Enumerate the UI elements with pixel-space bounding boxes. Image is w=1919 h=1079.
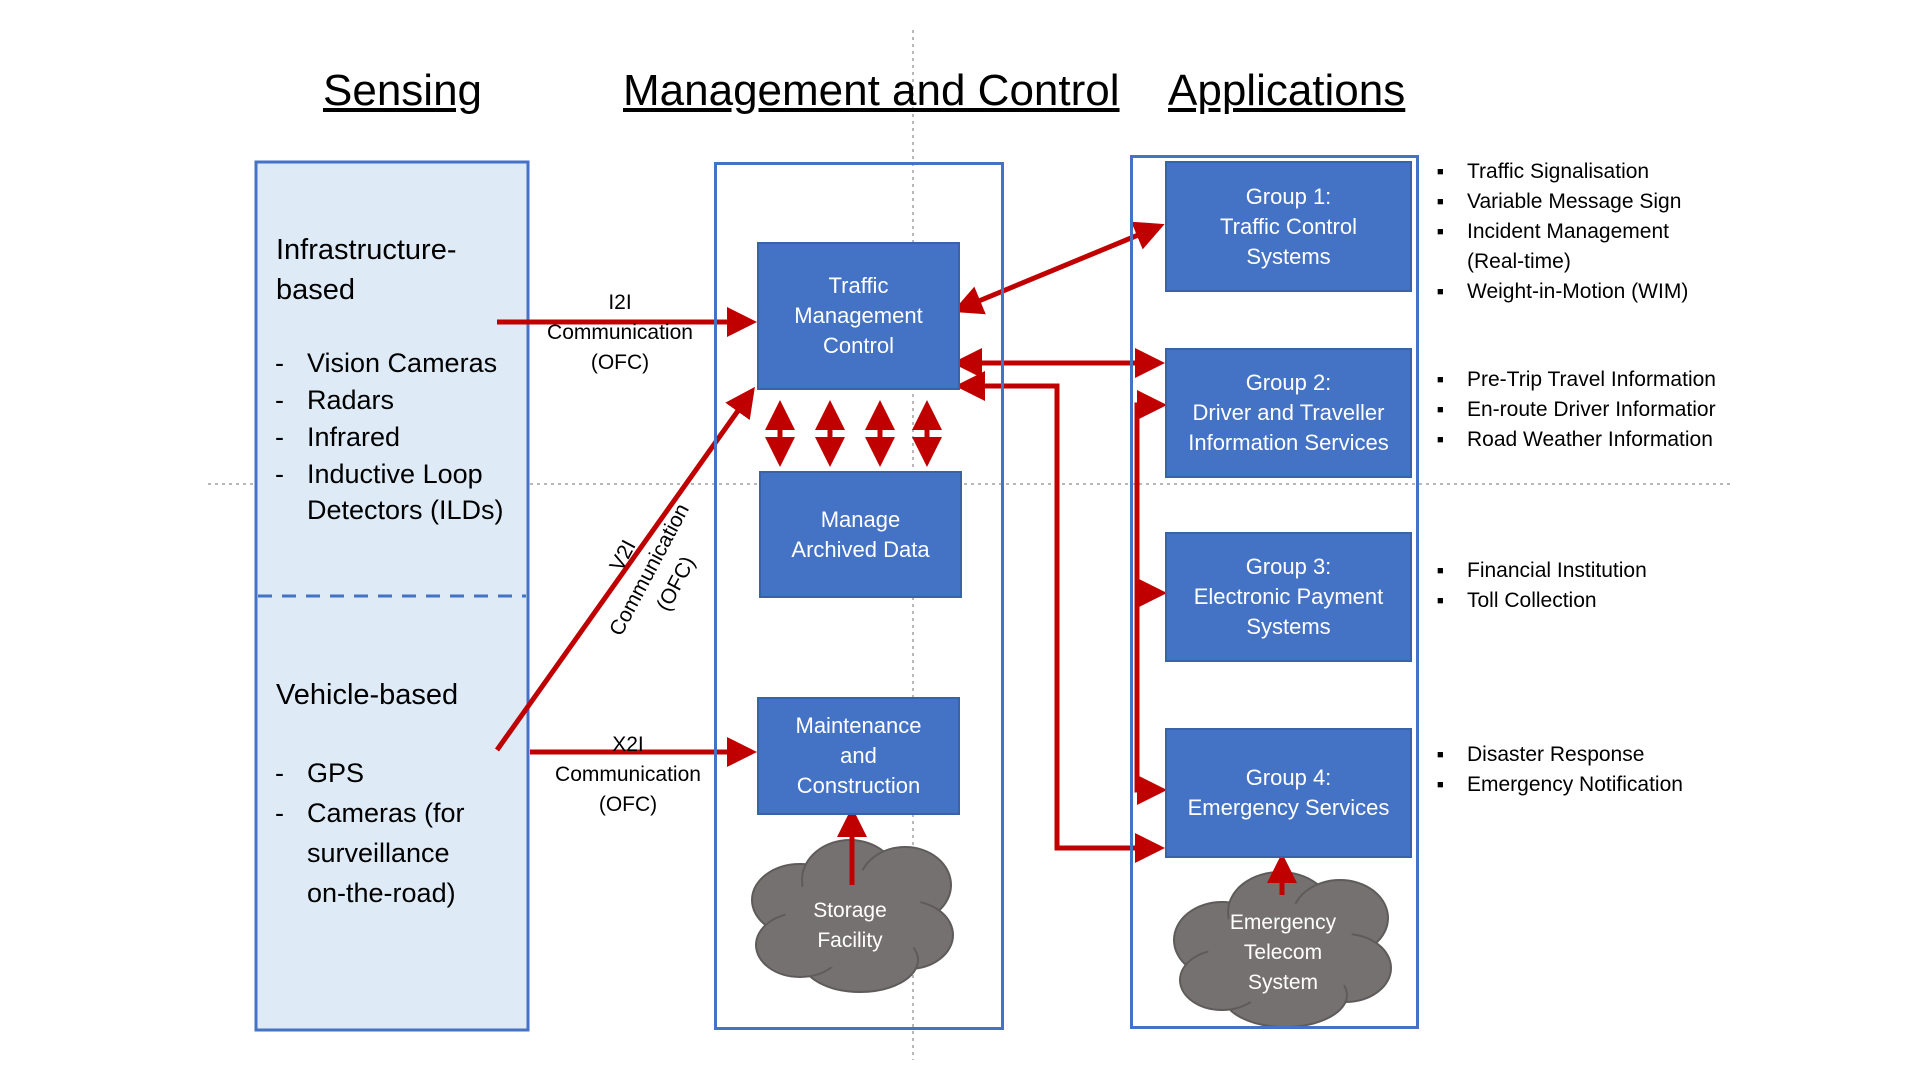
sensing-item-continued: on-the-road) xyxy=(307,878,456,908)
box-line: Group 1: xyxy=(1245,183,1332,209)
group1-bullets: Traffic Signalisation Variable Message S… xyxy=(1437,157,1688,307)
x2i-label-line: Communication xyxy=(555,763,701,786)
v2i-arrow xyxy=(494,386,755,752)
group4-bullets: Disaster Response Emergency Notification xyxy=(1437,740,1683,800)
cloud-line: Emergency xyxy=(1229,911,1337,934)
bullet-item: Incident Management xyxy=(1437,217,1688,247)
sensing-item: GPS xyxy=(275,758,364,789)
cloud-line: Facility xyxy=(817,929,883,952)
vehicle-title: Vehicle-based xyxy=(276,679,459,711)
traffic-management-control-box: Traffic Management Control xyxy=(757,242,960,390)
box-line: Traffic Control xyxy=(1220,213,1357,239)
group4-box: Group 4: Emergency Services xyxy=(1165,728,1412,858)
box-line: Traffic xyxy=(828,273,889,298)
box-line: Systems xyxy=(1246,243,1331,269)
arrows xyxy=(494,221,1297,895)
infrastructure-title-line: Infrastructure- xyxy=(276,234,457,266)
box-line: Group 4: xyxy=(1245,765,1332,790)
group2-box: Group 2: Driver and Traveller Informatio… xyxy=(1165,348,1412,478)
x2i-label: X2I Communication (OFC) xyxy=(543,730,713,820)
cloud-line: System xyxy=(1247,971,1318,994)
group1-box: Group 1: Traffic Control Systems xyxy=(1165,161,1412,292)
box-line: Management xyxy=(794,303,923,328)
group2-bullets: Pre-Trip Travel Information En-route Dri… xyxy=(1437,365,1716,455)
sensing-item-continued: Detectors (ILDs) xyxy=(307,495,504,525)
applications-heading: Applications xyxy=(1168,66,1406,115)
group3-box: Group 3: Electronic Payment Systems xyxy=(1165,532,1412,662)
box-line: Construction xyxy=(796,773,921,798)
sensing-item: Cameras (for xyxy=(275,798,464,829)
i2i-label-line: (OFC) xyxy=(590,351,650,374)
i2i-label-line: Communication xyxy=(547,321,693,344)
storage-cloud xyxy=(751,839,954,993)
box-line: Group 3: xyxy=(1245,554,1332,579)
maintenance-construction-box: Maintenance and Construction xyxy=(757,697,960,815)
x2i-label-line: X2I xyxy=(612,733,644,756)
box-line: Control xyxy=(823,333,894,358)
cloud-line: Telecom xyxy=(1243,941,1323,964)
bullet-item: Pre-Trip Travel Information xyxy=(1437,365,1716,395)
group4-arrow xyxy=(955,371,1165,863)
box-line: Maintenance xyxy=(795,713,922,738)
management-panel xyxy=(714,162,1004,1030)
box-line: Driver and Traveller xyxy=(1192,400,1385,425)
infrastructure-title: Infrastructure- based xyxy=(276,230,457,310)
sensing-item: Radars xyxy=(275,385,394,416)
infrastructure-title-line: based xyxy=(276,274,356,306)
bullet-item: Toll Collection xyxy=(1437,586,1647,616)
sensing-heading: Sensing xyxy=(323,66,483,115)
box-line: Information Services xyxy=(1188,430,1389,455)
bullet-item: Emergency Notification xyxy=(1437,770,1683,800)
box-line: and xyxy=(840,743,877,768)
manage-archived-data-box: Manage Archived Data xyxy=(759,471,962,598)
bullet-item: En-route Driver Informatior xyxy=(1437,395,1716,425)
group1-arrow xyxy=(952,221,1165,315)
box-line: Electronic Payment xyxy=(1193,584,1384,609)
box-line: Group 2: xyxy=(1245,370,1332,395)
bullet-item: Traffic Signalisation xyxy=(1437,157,1688,187)
sensing-item: Inductive Loop xyxy=(275,459,483,490)
bullet-item: Financial Institution xyxy=(1437,556,1647,586)
i2i-label: I2I Communication (OFC) xyxy=(535,288,705,378)
bullet-item: Variable Message Sign xyxy=(1437,187,1688,217)
cloud-line: Storage xyxy=(813,899,887,922)
emergency-telecom-cloud xyxy=(1173,871,1392,1028)
group3-bullets: Financial Institution Toll Collection xyxy=(1437,556,1647,616)
box-line: Emergency Services xyxy=(1187,795,1390,820)
bullet-item: Weight-in-Motion (WIM) xyxy=(1437,277,1688,307)
box-line: Archived Data xyxy=(791,536,930,562)
box-line: Manage xyxy=(820,506,901,532)
emergency-telecom-label: Emergency Telecom System xyxy=(1213,908,1353,998)
sensing-item: Infrared xyxy=(275,422,400,453)
sensing-item-continued: surveillance xyxy=(307,838,450,868)
bullet-item-continued: (Real-time) xyxy=(1467,250,1571,273)
applications-panel xyxy=(1130,155,1419,1029)
sensing-item: Vision Cameras xyxy=(275,348,497,379)
x2i-label-line: (OFC) xyxy=(598,793,658,816)
bullet-item: Disaster Response xyxy=(1437,740,1683,770)
storage-facility-label: Storage Facility xyxy=(780,896,920,956)
bullet-item: Road Weather Information xyxy=(1437,425,1716,455)
management-heading: Management and Control xyxy=(623,66,1120,115)
box-line: Systems xyxy=(1246,614,1331,639)
i2i-label-line: I2I xyxy=(608,291,632,314)
